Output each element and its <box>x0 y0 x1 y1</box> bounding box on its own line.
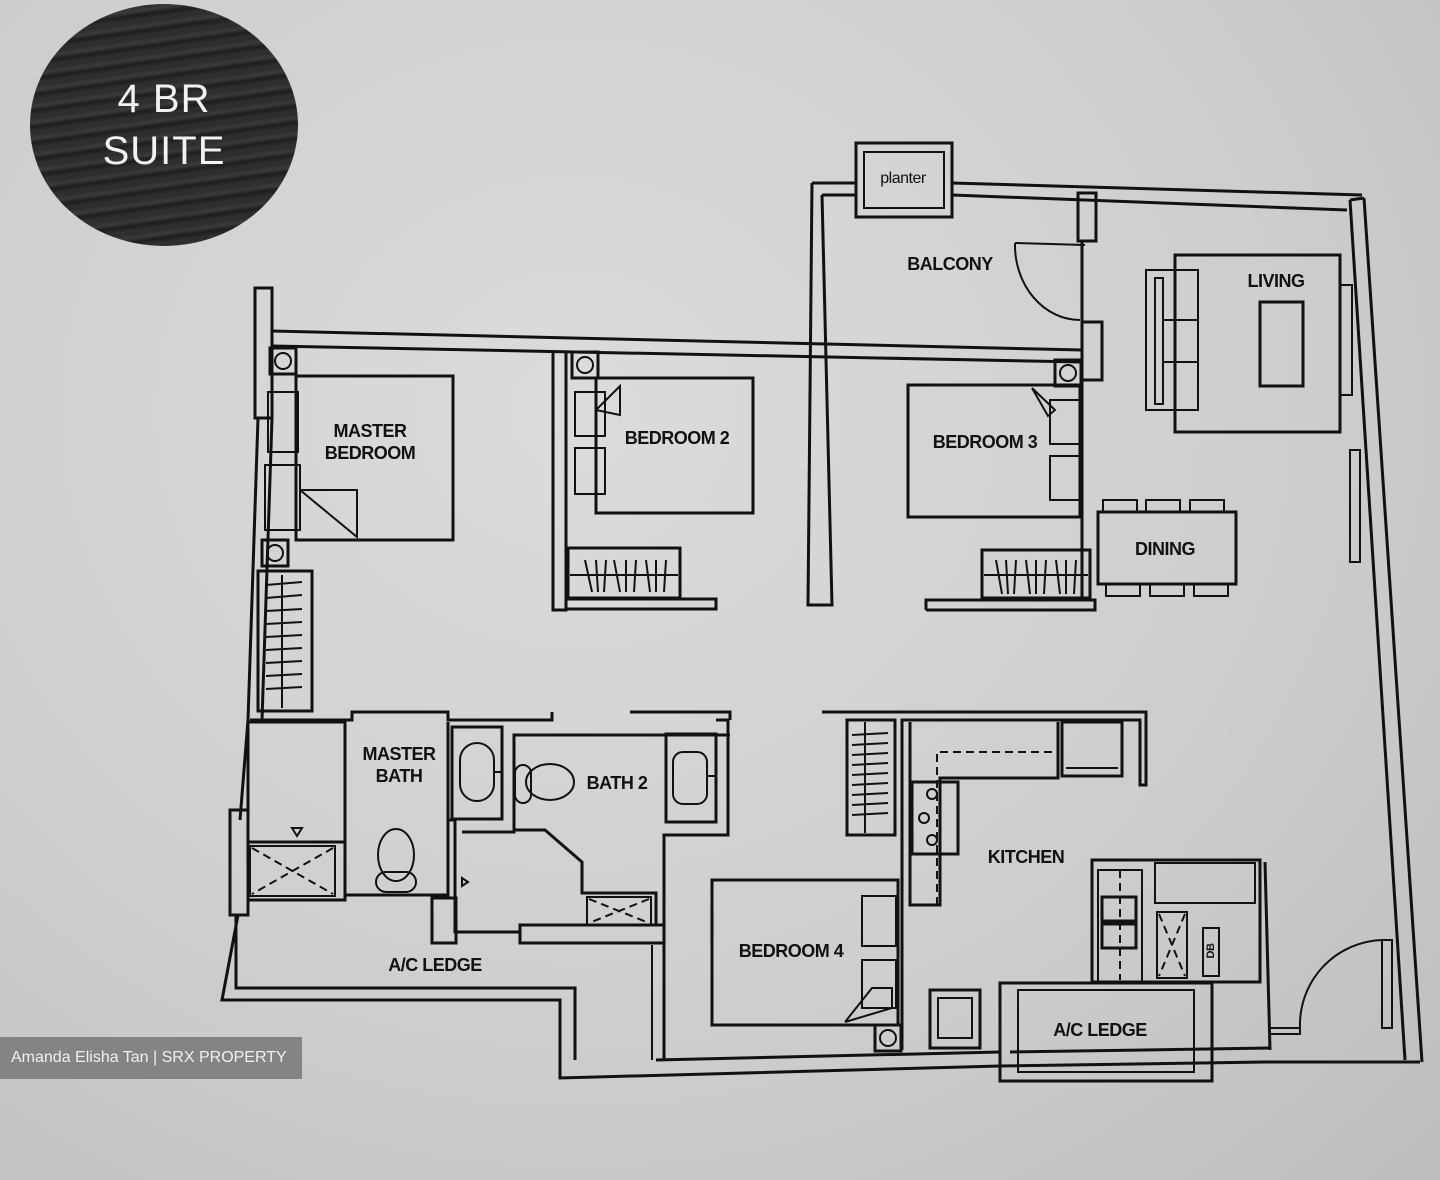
label-master-bedroom-line-2: BEDROOM <box>324 443 416 463</box>
label-living: LIVING <box>1247 271 1305 291</box>
badge-line-1: 4 BR <box>117 77 211 121</box>
bathrooms-core <box>246 710 732 1060</box>
balcony-living-divider <box>1013 191 1104 600</box>
unit-type-badge: 4 BR SUITE <box>30 4 298 246</box>
label-planter: planter <box>880 170 926 187</box>
ac-ledge-right-box <box>998 981 1214 1083</box>
dining-furniture <box>1096 499 1238 597</box>
bedroom-corridor-wall <box>271 329 1083 364</box>
label-bedroom-2: BEDROOM 2 <box>624 428 730 448</box>
master-bedroom-room <box>256 346 455 713</box>
living-furniture <box>1145 253 1361 563</box>
planter-box <box>854 141 954 219</box>
kitchen-room <box>822 710 1393 1051</box>
label-master-bath-line-1: MASTER <box>362 744 437 764</box>
bedroom-3-room <box>906 358 1097 612</box>
badge-line-2: SUITE <box>102 129 226 173</box>
label-bath-2: BATH 2 <box>586 773 648 793</box>
label-dining: DINING <box>1135 539 1196 559</box>
bedroom-4-room <box>655 878 1001 1062</box>
label-master-bedroom-line-1: MASTER <box>333 421 408 441</box>
label-master-bath-line-2: BATH <box>375 766 423 786</box>
label-master-bath: MASTER BATH <box>350 743 448 787</box>
label-ac-ledge-left: A/C LEDGE <box>388 955 482 975</box>
label-bedroom-3: BEDROOM 3 <box>932 432 1038 452</box>
label-bedroom-4: BEDROOM 4 <box>738 941 844 961</box>
label-db: DB <box>1205 943 1217 959</box>
label-kitchen: KITCHEN <box>987 847 1065 867</box>
bedroom-2-room <box>551 350 755 612</box>
label-master-bedroom: MASTER BEDROOM <box>310 420 430 464</box>
label-ac-ledge-right: A/C LEDGE <box>1053 1020 1147 1040</box>
watermark-credit: Amanda Elisha Tan | SRX PROPERTY <box>0 1037 302 1079</box>
label-balcony: BALCONY <box>907 254 993 274</box>
outer-walls <box>220 181 1424 1080</box>
